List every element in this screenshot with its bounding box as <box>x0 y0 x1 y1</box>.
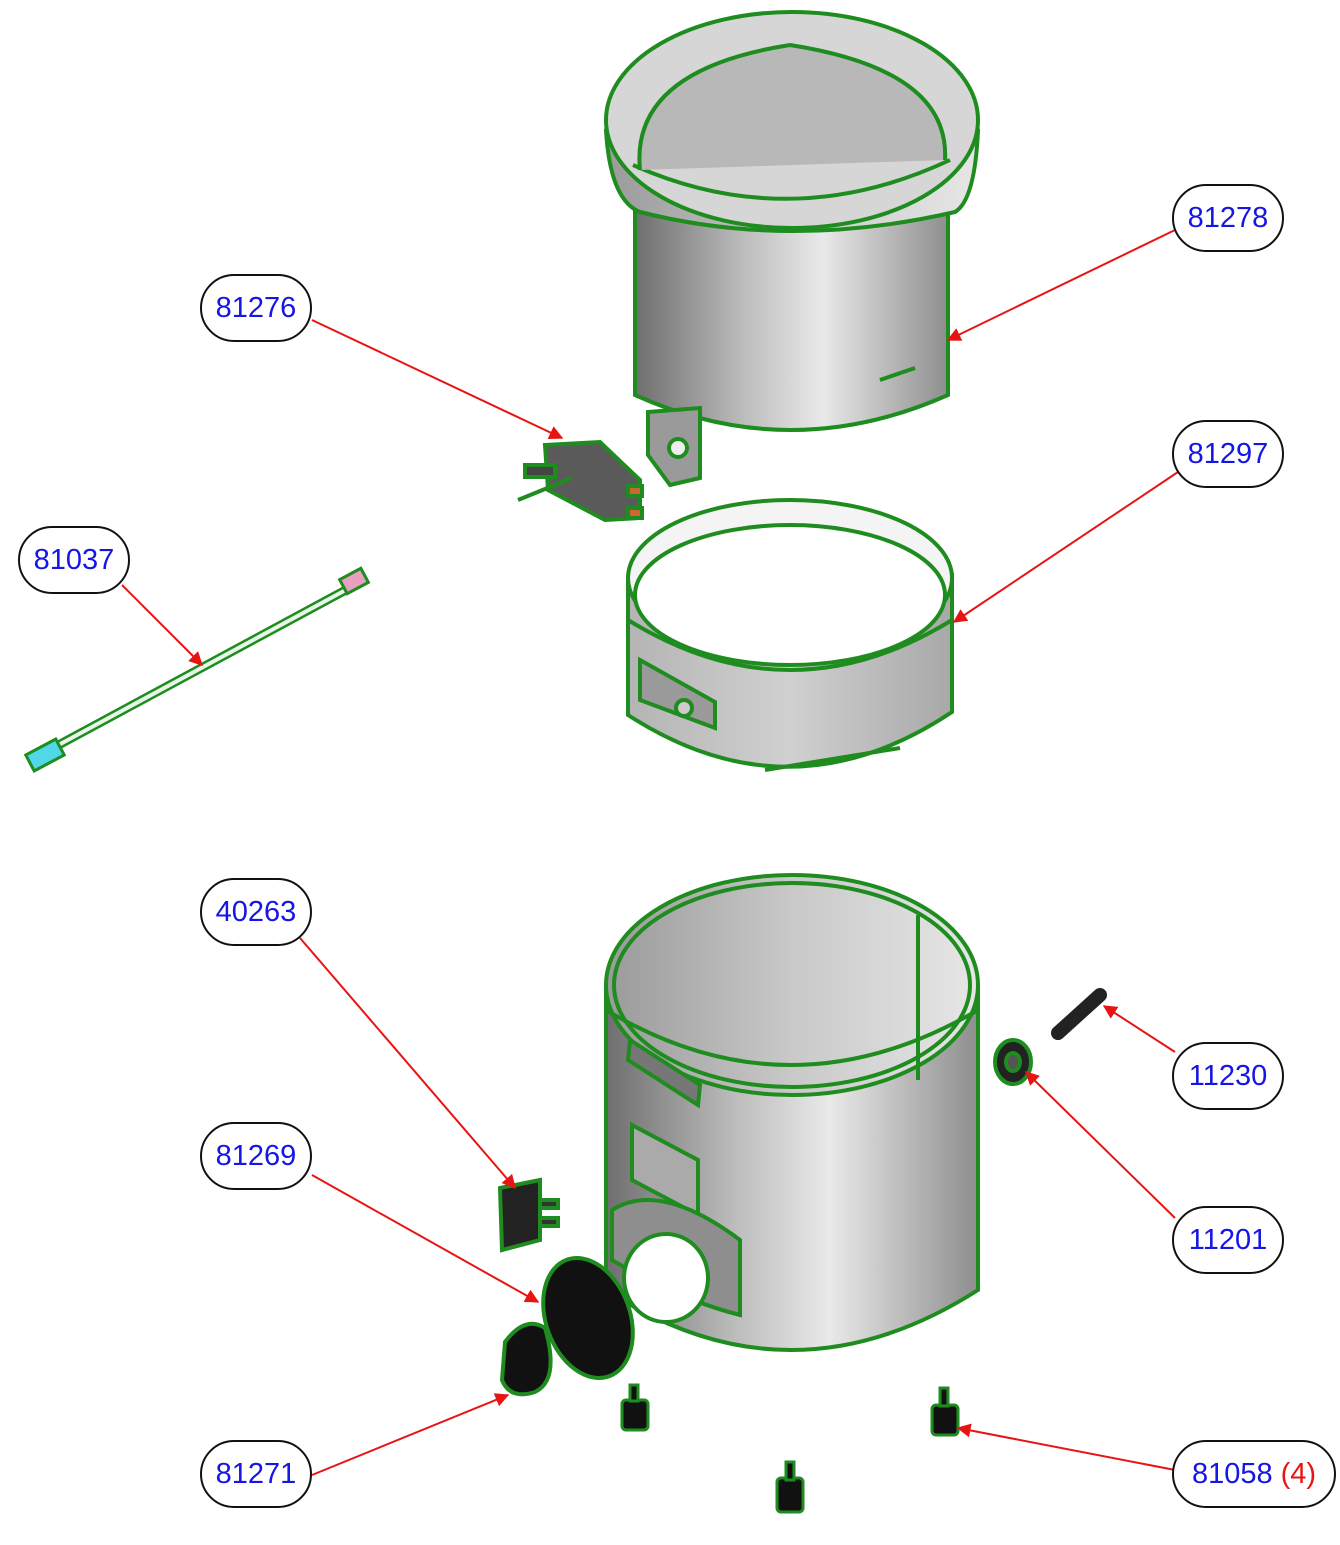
part-number: 81269 <box>215 1139 297 1172</box>
leader-11201 <box>1025 1071 1176 1219</box>
switch-part <box>497 1177 560 1253</box>
callout-81278: 81278 <box>1172 184 1284 252</box>
grommet-part <box>993 1038 1033 1086</box>
part-number: 81271 <box>215 1457 297 1490</box>
callout-81276: 81276 <box>200 274 312 342</box>
callout-81037: 81037 <box>18 526 130 594</box>
callout-81297: 81297 <box>1172 420 1284 488</box>
part-number: 11230 <box>1188 1059 1268 1092</box>
callout-81271: 81271 <box>200 1440 312 1508</box>
part-number: 81278 <box>1187 201 1269 234</box>
callout-40263: 40263 <box>200 878 312 946</box>
quantity: (4) <box>1280 1457 1317 1490</box>
leader-81297 <box>952 471 1179 623</box>
foot-part <box>620 1383 960 1514</box>
dial-plate-part <box>541 1255 635 1381</box>
callout-81058: 81058 (4) <box>1172 1440 1336 1508</box>
leader-81058 <box>956 1423 1176 1471</box>
callout-11230: 11230 <box>1172 1042 1284 1110</box>
leader-lines <box>121 229 1179 1476</box>
leader-81271 <box>311 1393 510 1476</box>
knob-part <box>499 1321 553 1397</box>
inner-pot-part <box>603 10 981 488</box>
leader-40263 <box>299 937 516 1190</box>
leader-81278 <box>946 229 1176 341</box>
callout-11201: 11201 <box>1172 1206 1284 1274</box>
leader-81269 <box>311 1174 540 1303</box>
leader-81037 <box>121 584 203 666</box>
leader-11230 <box>1102 1005 1176 1053</box>
wire-lead-part <box>23 566 371 773</box>
part-number: 81276 <box>215 291 297 324</box>
thermostat-part <box>517 439 644 523</box>
pin-part <box>1051 988 1107 1040</box>
heater-band-part <box>626 498 954 772</box>
leader-81276 <box>311 319 564 439</box>
part-number: 81037 <box>33 543 115 576</box>
part-number: 40263 <box>215 895 297 928</box>
callout-81269: 81269 <box>200 1122 312 1190</box>
part-number: 81297 <box>1187 437 1269 470</box>
part-number: 11201 <box>1188 1223 1268 1256</box>
part-number: 81058 <box>1191 1457 1273 1490</box>
outer-housing-part <box>604 873 980 1352</box>
